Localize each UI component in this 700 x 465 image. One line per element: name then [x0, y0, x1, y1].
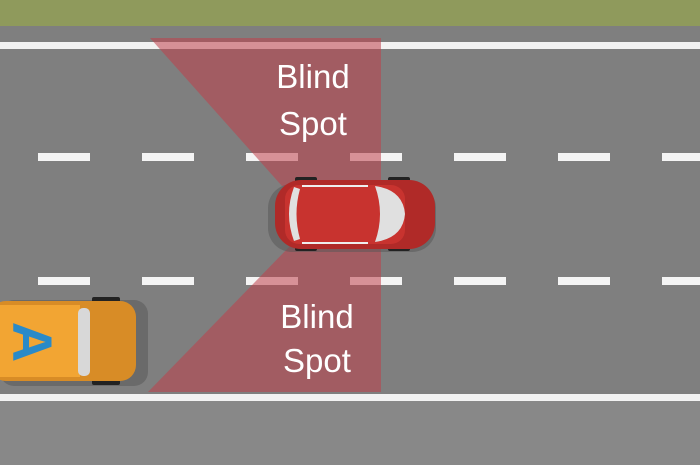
car-sign-letter: A — [1, 322, 64, 362]
bottom-blind-spot-label-line1: Blind — [280, 298, 353, 335]
lane-dash — [38, 277, 90, 285]
lane-dash — [662, 153, 700, 161]
bottom-edge-line — [0, 394, 700, 401]
other-car: A — [0, 297, 148, 386]
lane-dash — [142, 153, 194, 161]
lane-dash — [454, 153, 506, 161]
grass-strip — [0, 0, 700, 28]
top-blind-spot-label-line1: Blind — [276, 58, 349, 95]
bottom-blind-spot-zone — [148, 246, 381, 392]
shoulder — [0, 401, 700, 465]
lane-dash — [38, 153, 90, 161]
top-blind-spot-zone — [150, 38, 381, 186]
lane-dash — [558, 277, 610, 285]
lane-dash — [558, 153, 610, 161]
lane-dash — [662, 277, 700, 285]
lane-dash — [454, 277, 506, 285]
bottom-blind-spot-label-line2: Spot — [283, 342, 351, 379]
main-car — [268, 177, 436, 252]
lane-dash — [142, 277, 194, 285]
top-blind-spot-label-line2: Spot — [279, 105, 347, 142]
